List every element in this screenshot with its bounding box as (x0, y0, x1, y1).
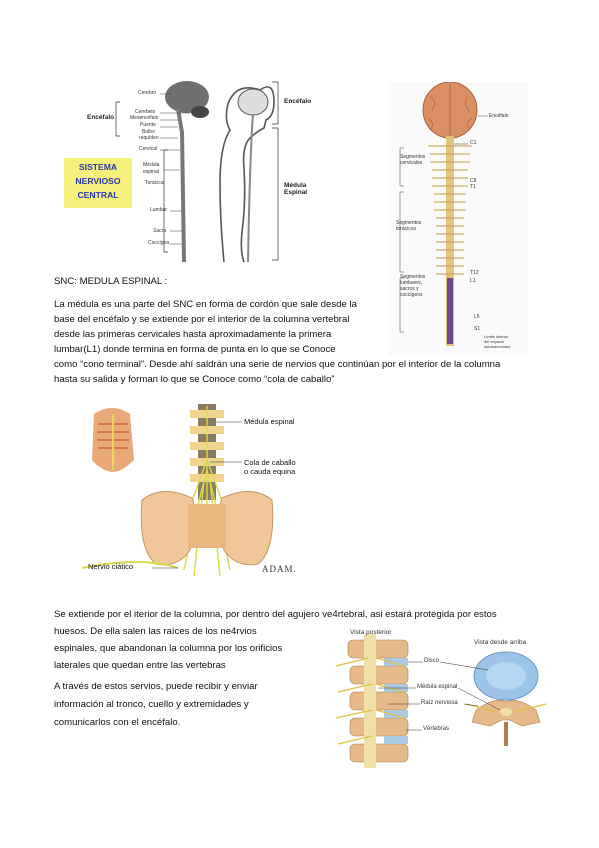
label-cauda-equina: o cauda equina (244, 467, 296, 476)
label-toracicos: torácicos (396, 226, 417, 232)
segmentos-illustration (388, 81, 528, 356)
figure-cola-de-caballo: Médula espinal Cola de caballo o cauda e… (81, 400, 322, 577)
label-encefalo-left: Encéfalo (87, 114, 115, 121)
paragraph-line: Se extiende por el iterior de la columna… (54, 609, 497, 620)
sistema-nervioso-illustration (115, 81, 279, 263)
label-t1: T1 (470, 184, 476, 190)
label-l1: L1 (470, 278, 476, 284)
paragraph-line: laterales que quedan entre las vertebras (54, 660, 226, 671)
label-raquideo: raquídeo (139, 135, 159, 141)
figure-vertebras: Vista posterior Vista desde arriba Disco… (328, 626, 554, 768)
label-espinal: espinal (143, 169, 159, 175)
paragraph-line: espinales, que abandonan la columna por … (54, 643, 283, 654)
label-nervio-ciatico: Nervio ciático (88, 562, 134, 571)
paragraph-line: lumbar(L1) donde termina en forma de pun… (54, 344, 336, 355)
label-subaracnoideo: subaracnoideo (484, 344, 511, 349)
label-medula-espinal: Médula espinal (244, 417, 295, 426)
label-segmentos-3: Segmentos (400, 274, 426, 280)
paragraph-line: desde las primeras cervicales hasta apro… (54, 329, 332, 340)
label-segmentos-1: Segmentos (400, 154, 426, 160)
vertebras-illustration (335, 634, 547, 768)
label-c8: C8 (470, 178, 477, 184)
label-medula: Médula (143, 162, 160, 168)
paragraph-extiende: Se extiende por el iterior de la columna… (54, 607, 497, 673)
label-lumbares: lumbares, (400, 280, 422, 286)
label-vista-posterior: Vista posterior (350, 629, 392, 636)
paragraph-medula: La médula es una parte del SNC en forma … (54, 297, 500, 387)
paragraph-line: base del encéfalo y se extiende por el i… (54, 314, 350, 325)
paragraph-line: La médula es una parte del SNC en forma … (54, 299, 357, 310)
label-encefalo-right: Encéfalo (284, 98, 312, 105)
label-coccigea: Coccígea (148, 240, 170, 246)
label-encefalo: Encéfalo (489, 113, 509, 119)
paragraph-line: huesos. De ella salen las raíces de los … (54, 626, 257, 637)
label-vista-arriba: Vista desde arriba (474, 639, 527, 646)
label-vertebras: Vértebras (423, 726, 450, 732)
label-medula-espinal-right: Médula Espinal (284, 182, 308, 196)
paragraph-line: como “cono terminal”. Desde ahí saldrán … (54, 359, 501, 370)
label-segmentos-2: Segmentos (396, 220, 422, 226)
label-limite: Límite inferior (484, 334, 509, 339)
label-sacros: sacros y (400, 286, 419, 292)
box-line-3: CENTRAL (77, 190, 119, 200)
label-toracica: Torácica (145, 180, 164, 186)
label-espacio: del espacio (484, 339, 505, 344)
box-line-2: NERVIOSO (75, 176, 121, 186)
paragraph-line: información al tronco, cuello y extremid… (54, 699, 249, 710)
label-lumbar: Lumbar (150, 207, 167, 213)
label-coccigeos: coccígeos (400, 292, 423, 298)
label-raiz-nerviosa: Raíz nerviosa (421, 700, 458, 706)
label-l5: L5 (474, 314, 480, 320)
section-heading: SNC: MEDULA ESPINAL : (54, 276, 168, 287)
label-bulbo: Bulbo (142, 129, 155, 135)
label-cerebro: Cerebro (138, 90, 157, 96)
label-cerebelo: Cerebelo (135, 109, 156, 115)
box-line-1: SISTEMA (78, 162, 118, 172)
paragraph-line: A través de estos servios, puede recibir… (54, 681, 258, 692)
label-cola-caballo: Cola de caballo (244, 458, 296, 467)
paragraph-line: comunicarlos con el encéfalo. (54, 717, 181, 728)
figure-segmentos-medulares: Encéfalo Segmentos cervicales Segmentos … (388, 81, 528, 356)
label-sacra: Sacra (153, 228, 167, 234)
cola-de-caballo-illustration (81, 404, 274, 577)
label-disco: Disco (424, 658, 440, 664)
sistema-nervioso-central-box: SISTEMA NERVIOSO CENTRAL (64, 158, 132, 208)
label-s1: S1 (474, 326, 481, 332)
label-c1: C1 (470, 140, 477, 146)
label-cervicales: cervicales (400, 160, 423, 166)
paragraph-line: hasta su salida y forman lo que se Conoc… (54, 374, 335, 385)
figure-sistema-nervioso: Cerebro Cerebelo Mesencéfalo Puente Bulb… (60, 72, 311, 264)
label-puente: Puente (140, 122, 156, 128)
label-mesencefalo: Mesencéfalo (130, 115, 159, 121)
label-cervical: Cervical (139, 146, 158, 152)
paragraph-nervios: A través de estos servios, puede recibir… (54, 679, 258, 730)
label-t12: T12 (470, 270, 479, 276)
adam-logo: ADAM. (262, 564, 297, 574)
label-medula-espinal: Médula espinal (417, 684, 458, 690)
